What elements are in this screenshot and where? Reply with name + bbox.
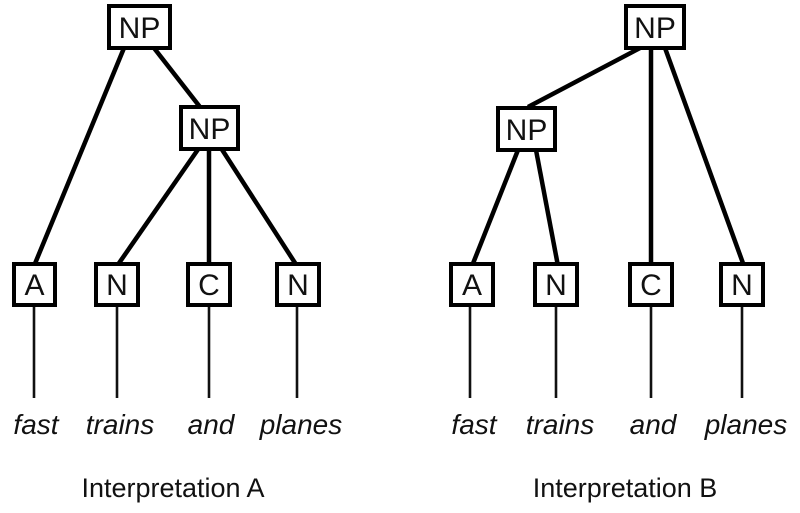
edge-np-inner-to-n1 [115,146,201,268]
node-n-planes-b-box [719,262,765,307]
edge-np-inner-to-a-b [469,149,521,267]
node-n-planes-a[interactable]: N [275,262,321,307]
caption-interpretation-b: Interpretation B [533,473,718,503]
edge-np-inner-to-n1-b [533,149,561,267]
edge-np-top-to-np-inner [152,46,202,109]
node-c-b-label: C [640,269,662,302]
edge-np-inner-to-n2 [219,146,299,268]
node-n-planes-a-label: N [287,269,309,302]
node-n-planes-a-box [275,262,321,307]
node-n-trains-b-box [533,262,579,307]
node-a-a-box [12,262,57,307]
node-a-b[interactable]: A [449,262,495,307]
node-a-a-label: A [24,269,44,302]
node-n-trains-a-box [94,262,140,307]
node-a-b-box [449,262,495,307]
node-np-top-a-label: NP [119,12,161,45]
node-np-top-b-label: NP [634,12,676,45]
tree-interpretation-b: NP NP A N C N fast trains and planes Int… [449,4,788,503]
word-and-b: and [630,409,678,440]
node-c-a-box [186,262,232,307]
tree-interpretation-a: NP NP A N C N fast trains and [12,4,343,503]
node-np-inner-b-label: NP [506,114,548,147]
caption-interpretation-a: Interpretation A [81,473,264,503]
node-n-trains-b[interactable]: N [533,262,579,307]
node-a-b-label: A [462,269,482,302]
node-np-top-a-box [107,4,172,50]
word-fast-b: fast [451,409,497,440]
node-a-a[interactable]: A [12,262,57,307]
word-trains-b: trains [526,409,594,440]
node-np-top-b-box [624,4,686,50]
word-and-a: and [188,409,236,440]
tree-a-stems [32,305,299,398]
node-c-a[interactable]: C [186,262,232,307]
word-planes-b: planes [704,409,788,440]
node-np-inner-a[interactable]: NP [179,105,240,151]
node-np-top-a[interactable]: NP [107,4,172,50]
word-fast-a: fast [13,409,59,440]
edge-np-top-to-a [31,47,127,267]
edge-np-top-to-n2-b [662,47,747,267]
node-n-trains-a-label: N [106,269,128,302]
node-np-inner-a-box [179,105,240,151]
node-c-a-label: C [198,269,220,302]
node-np-inner-b-box [496,106,557,152]
node-n-trains-b-label: N [545,269,567,302]
node-n-planes-b[interactable]: N [719,262,765,307]
word-planes-a: planes [259,409,343,440]
tree-a-branches [31,46,299,268]
node-c-b[interactable]: C [628,262,674,307]
node-np-inner-a-label: NP [189,113,231,146]
node-n-trains-a[interactable]: N [94,262,140,307]
tree-b-branches [469,46,747,267]
tree-b-stems [468,305,744,398]
node-c-b-box [628,262,674,307]
node-np-inner-b[interactable]: NP [496,106,557,152]
word-trains-a: trains [86,409,154,440]
node-np-top-b[interactable]: NP [624,4,686,50]
node-n-planes-b-label: N [731,269,753,302]
edge-np-top-to-np-inner-b [526,46,642,109]
